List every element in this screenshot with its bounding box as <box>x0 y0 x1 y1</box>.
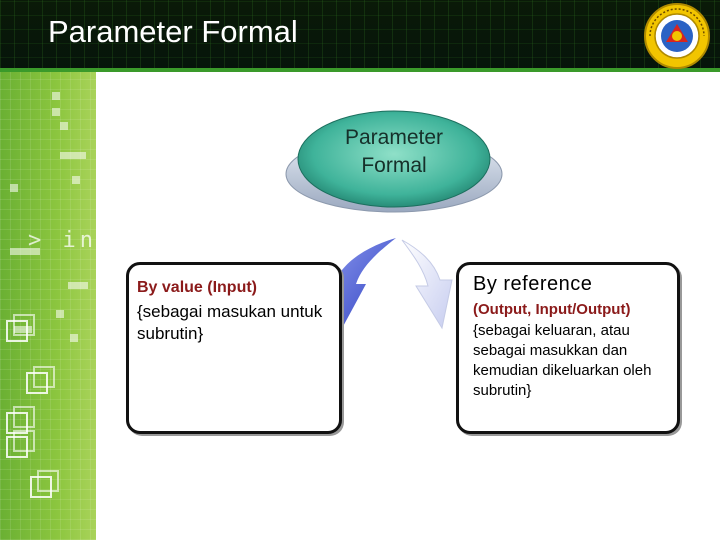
decor-pixel <box>72 176 80 184</box>
cube-icon <box>6 314 35 342</box>
decor-grid <box>0 72 96 540</box>
decor-pixel <box>10 248 40 255</box>
by-value-box: By value (Input) {sebagai masukan untuk … <box>126 262 342 434</box>
by-reference-description: {sebagai keluaran, atau sebagai masukkan… <box>473 322 652 399</box>
center-node-label: Parameter Formal <box>283 124 505 180</box>
cube-icon <box>26 366 55 394</box>
by-reference-box: By reference (Output, Input/Output) {seb… <box>456 262 680 434</box>
decor-pixel <box>52 108 60 116</box>
center-node <box>283 104 505 214</box>
decor-pixel <box>68 282 88 289</box>
header-divider <box>0 68 720 72</box>
right-arrow <box>401 239 453 330</box>
cube-icon <box>6 430 35 458</box>
decor-pixel <box>60 152 86 159</box>
decor-pixel <box>10 184 18 192</box>
center-node-line2: Formal <box>361 154 427 177</box>
decor-pixel <box>14 326 32 333</box>
background-code-text: > int <box>28 228 115 253</box>
cube-icon <box>6 406 35 434</box>
decor-pixel <box>56 310 64 318</box>
decor-pixel <box>60 122 68 130</box>
by-reference-subheading: (Output, Input/Output) <box>473 301 631 318</box>
slide-title: Parameter Formal <box>48 14 298 49</box>
by-reference-heading: By reference <box>473 273 593 295</box>
header-band <box>0 0 720 72</box>
center-node-line1: Parameter <box>344 126 444 149</box>
decor-pixel <box>52 92 60 100</box>
decor-pixel <box>70 334 78 342</box>
left-decor-strip <box>0 72 96 540</box>
cube-icon <box>30 470 59 498</box>
by-value-heading: By value (Input) <box>137 279 258 296</box>
node-ellipse <box>285 110 503 213</box>
by-value-description: {sebagai masukan untuk subrutin} <box>137 302 323 343</box>
university-logo <box>644 3 710 69</box>
